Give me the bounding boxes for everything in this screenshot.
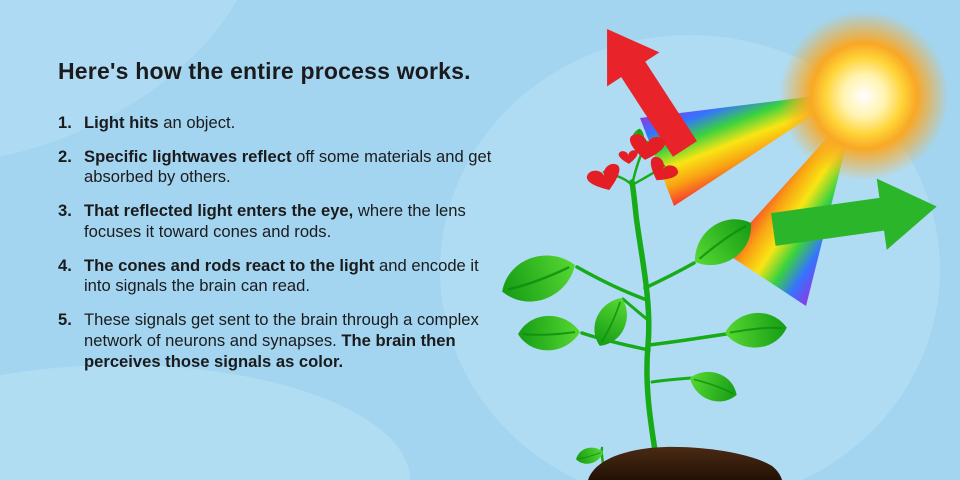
accent-swoosh-bottom [0,365,410,480]
step-number: 5. [58,310,72,330]
process-panel: Here's how the entire process works. 1. L… [58,58,492,385]
step-number: 2. [58,146,72,166]
step-item: 4. The cones and rods react to the light … [58,256,492,297]
step-number: 4. [58,255,72,275]
step-item: 1. Light hits an object. [58,113,492,134]
accent-swoosh-top [0,0,256,163]
step-text: That reflected light enters the eye, whe… [84,201,466,241]
soil [588,446,782,480]
step-item: 3. That reflected light enters the eye, w… [58,201,492,242]
green-reflected-light-arrow [771,178,937,250]
step-item: 5. These signals get sent to the brain th… [58,310,492,372]
steps-list: 1. Light hits an object. 2. Specific lightw… [58,113,492,372]
step-text: Specific lightwaves reflect off some mat… [84,146,492,187]
step-number: 3. [58,201,72,221]
step-number: 1. [58,113,72,132]
red-reflected-light-arrow [607,29,697,157]
step-item: 2. Specific lightwaves reflect off some m… [58,147,492,188]
step-text: These signals get sent to the brain thro… [84,310,479,371]
step-text: The cones and rods react to the light an… [84,255,479,296]
step-text: Light hits an object. [84,113,236,132]
sun-icon [779,11,949,181]
page-title: Here's how the entire process works. [58,58,471,84]
